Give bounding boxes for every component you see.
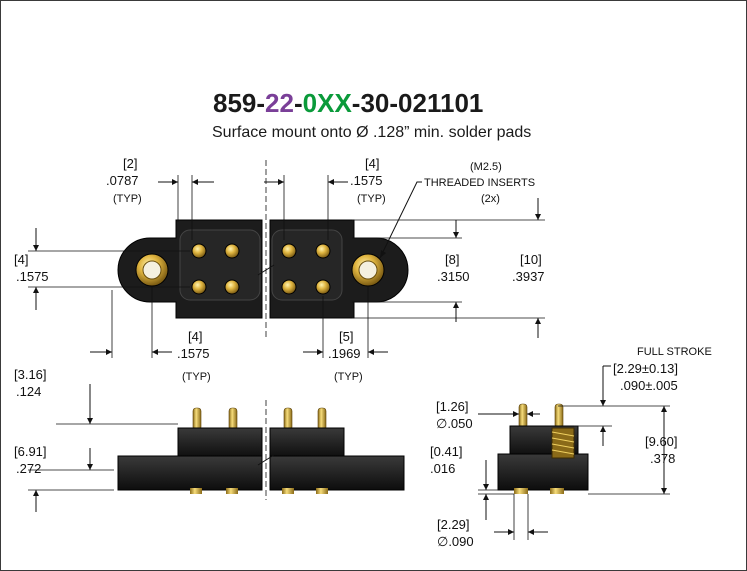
dim-tail-dia-inch: ∅.090 <box>437 534 474 549</box>
part-number-prefix: 859- <box>213 88 265 118</box>
front-view-upper-right <box>269 427 345 459</box>
insert-label: THREADED INSERTS <box>424 177 535 189</box>
pin-contact <box>228 407 238 431</box>
dim-height-outer-inch: .3937 <box>512 269 545 284</box>
dim-body-height-inch: .272 <box>16 461 41 476</box>
insert-qty: (2x) <box>481 193 500 205</box>
dim-overall-height-mm: [9.60] <box>645 434 678 449</box>
dim-pin-insert-mm: [5] <box>339 329 353 344</box>
dim-row-pitch-inch: .1575 <box>16 269 49 284</box>
threaded-insert-hole-left <box>142 260 162 280</box>
top-view-pins <box>191 243 331 295</box>
part-number-dash: - <box>294 88 303 118</box>
dim-tip-dia-inch: ∅.050 <box>436 416 473 431</box>
front-view-flange-left <box>117 455 263 491</box>
front-view: [3.16] .124 [6.91] .272 <box>14 367 405 512</box>
pin-contact <box>283 407 293 431</box>
dim-pin-insert-note: (TYP) <box>334 371 363 383</box>
dim-pin-height-inch: .124 <box>16 384 41 399</box>
full-stroke-label: FULL STROKE <box>637 346 712 358</box>
pin-contact <box>192 407 202 431</box>
dim-body-height-mm: [6.91] <box>14 444 47 459</box>
insert-spec: (M2.5) <box>470 161 502 173</box>
dim-height-inner-mm: [8] <box>445 252 459 267</box>
pin-contact <box>281 243 297 259</box>
dim-overall-height-inch: .378 <box>650 451 675 466</box>
part-number: 859-22-0XX-30-021101 <box>213 88 483 118</box>
pin-tail <box>316 488 328 494</box>
dim-pitch-right-inch: .1575 <box>350 173 383 188</box>
dim-tail-height-inch: .016 <box>430 461 455 476</box>
dim-height-outer-mm: [10] <box>520 252 542 267</box>
pin-contact <box>281 279 297 295</box>
pin-contact <box>317 407 327 431</box>
top-view: [2] .0787 (TYP) [4] .1575 (TYP) (M2.5) T… <box>14 156 545 383</box>
part-number-pins: 22 <box>265 88 294 118</box>
full-stroke-inch: .090±.005 <box>620 378 678 393</box>
front-view-flange-right <box>269 455 405 491</box>
dim-pitch-left-note: (TYP) <box>113 193 142 205</box>
full-stroke-mm: [2.29±0.13] <box>613 361 678 376</box>
dim-tail-height-mm: [0.41] <box>430 444 463 459</box>
dim-edge-pin-note: (TYP) <box>182 371 211 383</box>
part-number-count: 0XX <box>303 88 353 118</box>
dim-pitch-right-mm: [4] <box>365 156 379 171</box>
pin-contact <box>315 279 331 295</box>
dim-pitch-left-mm: [2] <box>123 156 137 171</box>
side-view: FULL STROKE [2.29±0.13] .090±.005 [9.60]… <box>430 346 712 549</box>
dim-pin-insert-inch: .1969 <box>328 346 361 361</box>
dim-edge-pin-inch: .1575 <box>177 346 210 361</box>
pin-contact <box>518 403 528 429</box>
pin-tail <box>550 488 564 494</box>
break-mark <box>257 264 275 276</box>
dim-pitch-left-inch: .0787 <box>106 173 139 188</box>
pin-tail <box>226 488 238 494</box>
pin-contact <box>191 243 207 259</box>
dim-pitch-right-note: (TYP) <box>357 193 386 205</box>
dim-row-pitch-mm: [4] <box>14 252 28 267</box>
pin-tail <box>282 488 294 494</box>
pin-tail <box>190 488 202 494</box>
pin-contact <box>191 279 207 295</box>
side-view-flange <box>497 453 589 491</box>
front-view-pins <box>192 407 327 431</box>
dim-pin-height-mm: [3.16] <box>14 367 47 382</box>
pin-contact <box>315 243 331 259</box>
break-mark <box>257 454 275 466</box>
subtitle: Surface mount onto Ø .128” min. solder p… <box>212 124 531 141</box>
pin-tail <box>514 488 528 494</box>
pin-contact <box>224 279 240 295</box>
dim-tail-dia-mm: [2.29] <box>437 517 470 532</box>
front-view-upper-left <box>177 427 263 459</box>
part-number-suffix: -30-021101 <box>352 88 484 118</box>
threaded-insert-hole-right <box>358 260 378 280</box>
pin-contact <box>554 403 564 429</box>
dim-height-inner-inch: .3150 <box>437 269 470 284</box>
dim-tip-dia-mm: [1.26] <box>436 399 469 414</box>
pin-contact <box>224 243 240 259</box>
dim-edge-pin-mm: [4] <box>188 329 202 344</box>
